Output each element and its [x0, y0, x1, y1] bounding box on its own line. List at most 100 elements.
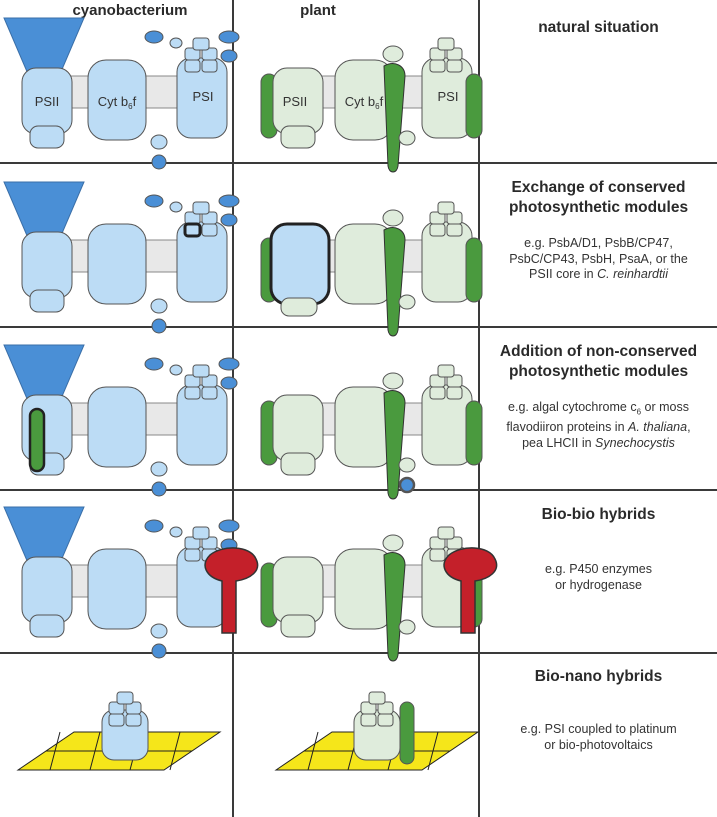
description-segment: Synechocystis [595, 435, 675, 450]
cyt-b6f-complex [87, 59, 147, 141]
description-segment: PsbC/CP43, PsbH, PsaA, or the [509, 251, 688, 266]
row-description-line: pea LHCII in Synechocystis [480, 436, 717, 452]
description-segment: or moss [641, 400, 689, 414]
description-segment: pea LHCII in [522, 435, 596, 450]
divider-row-2 [0, 326, 717, 328]
plant-scene [260, 201, 483, 337]
cyt-label-main: Cyt b [98, 94, 128, 109]
psii-complex [21, 556, 73, 624]
psi-subunit [125, 713, 142, 727]
fnr-small-circle [169, 37, 183, 49]
electrode-grid-line [307, 731, 319, 771]
ferredoxin-ellipse [218, 357, 240, 371]
fnr-small-circle [169, 364, 183, 376]
description-segment: A. thaliana [628, 420, 688, 434]
electrode-grid-line [49, 731, 61, 771]
plant-scene [260, 364, 483, 500]
row-description-line: e.g. PSI coupled to platinum [480, 722, 717, 738]
divider-row-1 [0, 162, 717, 164]
ferredoxin-circle [382, 372, 404, 390]
psi-subunit [360, 713, 377, 727]
description-segment: or hydrogenase [555, 577, 642, 592]
electrode-grid-line [169, 731, 181, 771]
plastocyanin-circle [150, 623, 168, 639]
column-header-plant: plant [300, 2, 336, 19]
psi-subunit [429, 59, 446, 73]
psii-lower-subunit [280, 452, 316, 476]
column-header-cyanobacterium: cyanobacterium [72, 2, 188, 19]
psi-subunit [192, 526, 210, 540]
row-title-line: photosynthetic modules [508, 199, 689, 216]
psi-subunit [192, 364, 210, 378]
ferredoxin-ellipse [218, 194, 240, 208]
psi-subunit [201, 223, 218, 237]
row-description-line: e.g. PsbA/D1, PsbB/CP47, [480, 236, 717, 252]
description-segment: , [687, 420, 691, 434]
cyt-b6f-complex [87, 223, 147, 305]
algal-module [28, 407, 46, 473]
row-title-line: Bio-bio hybrids [541, 506, 656, 523]
row-title-line: Addition of non-conserved [499, 343, 698, 360]
plastocyanin-circle [150, 461, 168, 477]
cyt-label-f: f [380, 94, 384, 109]
ferredoxin-circle [382, 45, 404, 63]
psi-subunit [437, 37, 455, 51]
cyt-label-sub: 6 [375, 102, 380, 111]
cyt-label-sub: 6 [128, 102, 133, 111]
psi-subunit [437, 364, 455, 378]
cyano-scene [3, 344, 240, 497]
cyt-b6f-complex [87, 548, 147, 630]
cyt-label-main: Cyt b [345, 94, 375, 109]
row-description: e.g. PsbA/D1, PsbB/CP47,PsbC/CP43, PsbH,… [480, 236, 717, 283]
row-description-line: PsbC/CP43, PsbH, PsaA, or the [480, 252, 717, 268]
row-title: Bio-bio hybrids [480, 505, 717, 525]
row-title-line: natural situation [538, 19, 659, 36]
description-segment: or bio-photovoltaics [544, 737, 653, 752]
description-segment: flavodiiron proteins in [506, 420, 629, 434]
description-segment: PSII core in [529, 267, 598, 281]
ferredoxin-circle [382, 534, 404, 552]
lhci-antenna [465, 400, 483, 466]
ferredoxin-ellipse [144, 194, 164, 208]
divider-row-3 [0, 489, 717, 491]
psii-label: PSII [283, 94, 308, 109]
psi-subunit [429, 223, 446, 237]
lhci-antenna [399, 701, 415, 765]
psi-subunit [201, 386, 218, 400]
psii-lower-subunit [29, 289, 65, 313]
psi-subunit [446, 386, 463, 400]
row-description-line: or bio-photovoltaics [480, 738, 717, 754]
psi-subunit [201, 59, 218, 73]
electrode-grid-line [427, 731, 439, 771]
psii-complex [272, 556, 324, 624]
pc-transmembrane-ellipse [383, 390, 406, 500]
cyano-scene [3, 181, 240, 334]
cytochrome-circle [151, 481, 167, 497]
pc-transmembrane-ellipse [383, 227, 406, 337]
cytochrome-circle [151, 643, 167, 659]
row-title-line: Bio-nano hybrids [534, 668, 663, 685]
cyt-b6f-label: Cyt b6f [345, 94, 384, 111]
psi-subunit [192, 201, 210, 215]
psii-label: PSII [35, 94, 60, 109]
divider-col-1 [232, 0, 234, 817]
psii-complex [272, 394, 324, 462]
pc-transmembrane-ellipse [383, 63, 406, 173]
ferredoxin-ellipse [144, 30, 164, 44]
plant-scene [260, 526, 498, 662]
psii-lower-subunit [280, 614, 316, 638]
psi-subunit [437, 526, 455, 540]
psi-subunit [184, 386, 201, 400]
plastocyanin-circle [398, 619, 416, 635]
plastocyanin-circle [398, 130, 416, 146]
cyt-b6f-label: Cyt b6f [98, 94, 137, 111]
plastocyanin-circle [150, 298, 168, 314]
divider-row-4 [0, 652, 717, 654]
